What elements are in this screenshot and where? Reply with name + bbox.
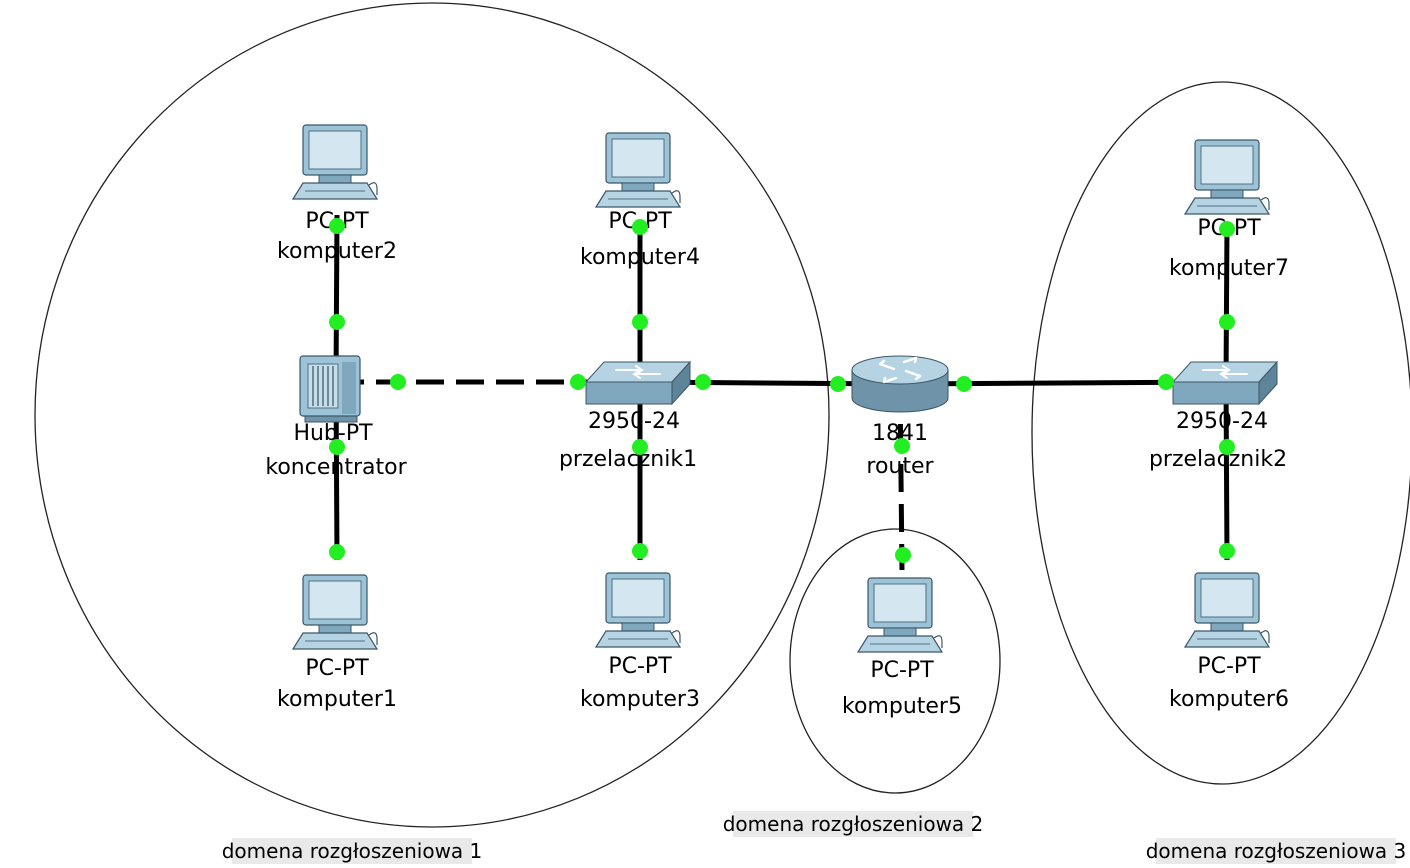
device-name-label: komputer1 bbox=[277, 687, 397, 712]
device-model-label: PC-PT bbox=[305, 656, 369, 681]
pc-icon bbox=[1183, 572, 1271, 648]
device-komputer3[interactable]: PC-PT komputer3 bbox=[580, 572, 700, 712]
device-model-label: PC-PT bbox=[608, 654, 672, 679]
link-status-dot bbox=[632, 219, 648, 235]
pc-icon bbox=[291, 124, 379, 200]
device-model-label: 2950-24 bbox=[588, 409, 680, 434]
link-status-dot bbox=[894, 438, 910, 454]
device-komputer1[interactable]: PC-PT komputer1 bbox=[277, 574, 397, 712]
domain-caption-1: domena rozgłoszeniowa 1 bbox=[222, 838, 483, 864]
pc-icon bbox=[291, 574, 379, 650]
device-name-label: komputer2 bbox=[277, 239, 397, 264]
link-status-dots bbox=[329, 218, 1235, 563]
link-status-dot bbox=[1158, 374, 1174, 390]
link-status-dot bbox=[329, 544, 345, 560]
link-status-dot bbox=[632, 439, 648, 455]
device-model-label: PC-PT bbox=[1197, 654, 1261, 679]
device-name-label: koncentrator bbox=[265, 455, 407, 480]
device-name-label: przelacznik2 bbox=[1149, 447, 1287, 472]
device-komputer4[interactable]: PC-PT komputer4 bbox=[580, 132, 700, 270]
links-layer bbox=[333, 214, 1230, 571]
domain-label: domena rozgłoszeniowa 2 bbox=[723, 812, 984, 836]
link-przelacznik2-komputer6 bbox=[1223, 381, 1230, 561]
link-status-dot bbox=[632, 314, 648, 330]
link-status-dot bbox=[570, 374, 586, 390]
link-status-dot bbox=[1219, 543, 1235, 559]
device-komputer5[interactable]: PC-PT komputer5 bbox=[842, 577, 962, 719]
device-model-label: 2950-24 bbox=[1176, 409, 1268, 434]
device-model-label: PC-PT bbox=[870, 658, 934, 683]
pc-icon bbox=[1183, 139, 1271, 215]
router-icon bbox=[851, 355, 949, 413]
link-status-dot bbox=[695, 374, 711, 390]
pc-icon bbox=[594, 572, 682, 648]
broadcast-domain-2-ellipse bbox=[789, 528, 1001, 794]
link-status-dot bbox=[329, 314, 345, 330]
device-name-label: komputer4 bbox=[580, 245, 700, 270]
link-status-dot bbox=[956, 376, 972, 392]
device-name-label: router bbox=[866, 454, 934, 479]
broadcast-domain-1-ellipse bbox=[34, 2, 830, 828]
device-przelacznik1[interactable]: 2950-24 przelacznik1 bbox=[559, 360, 697, 472]
link-status-dot bbox=[632, 543, 648, 559]
link-komputer7-przelacznik2 bbox=[1223, 224, 1230, 383]
link-status-dot bbox=[329, 439, 345, 455]
device-name-label: komputer7 bbox=[1169, 256, 1289, 281]
device-name-label: przelacznik1 bbox=[559, 447, 697, 472]
switch-icon bbox=[584, 360, 692, 406]
link-status-dot bbox=[390, 374, 406, 390]
domain-label: domena rozgłoszeniowa 3 bbox=[1146, 839, 1407, 863]
link-status-dot bbox=[830, 376, 846, 392]
device-koncentrator[interactable]: Hub-PT koncentrator bbox=[265, 355, 408, 480]
link-router-komputer5 bbox=[897, 383, 905, 571]
link-status-dot bbox=[1219, 221, 1235, 237]
domain-caption-3: domena rozgłoszeniowa 3 bbox=[1146, 838, 1407, 864]
domain-label: domena rozgłoszeniowa 1 bbox=[222, 839, 483, 863]
hub-icon bbox=[299, 355, 361, 423]
pc-icon bbox=[594, 132, 682, 208]
switch-icon bbox=[1171, 360, 1279, 406]
link-status-dot bbox=[895, 547, 911, 563]
link-status-dot bbox=[1219, 439, 1235, 455]
link-status-dot bbox=[329, 218, 345, 234]
device-name-label: komputer3 bbox=[580, 687, 700, 712]
device-name-label: komputer5 bbox=[842, 694, 962, 719]
device-przelacznik2[interactable]: 2950-24 przelacznik2 bbox=[1149, 360, 1287, 472]
pc-icon bbox=[856, 577, 944, 653]
device-komputer2[interactable]: PC-PT komputer2 bbox=[277, 124, 397, 264]
link-status-dot bbox=[1219, 314, 1235, 330]
device-komputer7[interactable]: PC-PT komputer7 bbox=[1169, 139, 1289, 281]
broadcast-domain-3-ellipse bbox=[1031, 81, 1410, 785]
link-komputer2-koncentrator bbox=[333, 214, 340, 383]
device-name-label: komputer6 bbox=[1169, 687, 1289, 712]
domain-caption-2: domena rozgłoszeniowa 2 bbox=[723, 811, 984, 837]
device-komputer6[interactable]: PC-PT komputer6 bbox=[1169, 572, 1289, 712]
device-router[interactable]: 1841 router bbox=[851, 355, 949, 479]
